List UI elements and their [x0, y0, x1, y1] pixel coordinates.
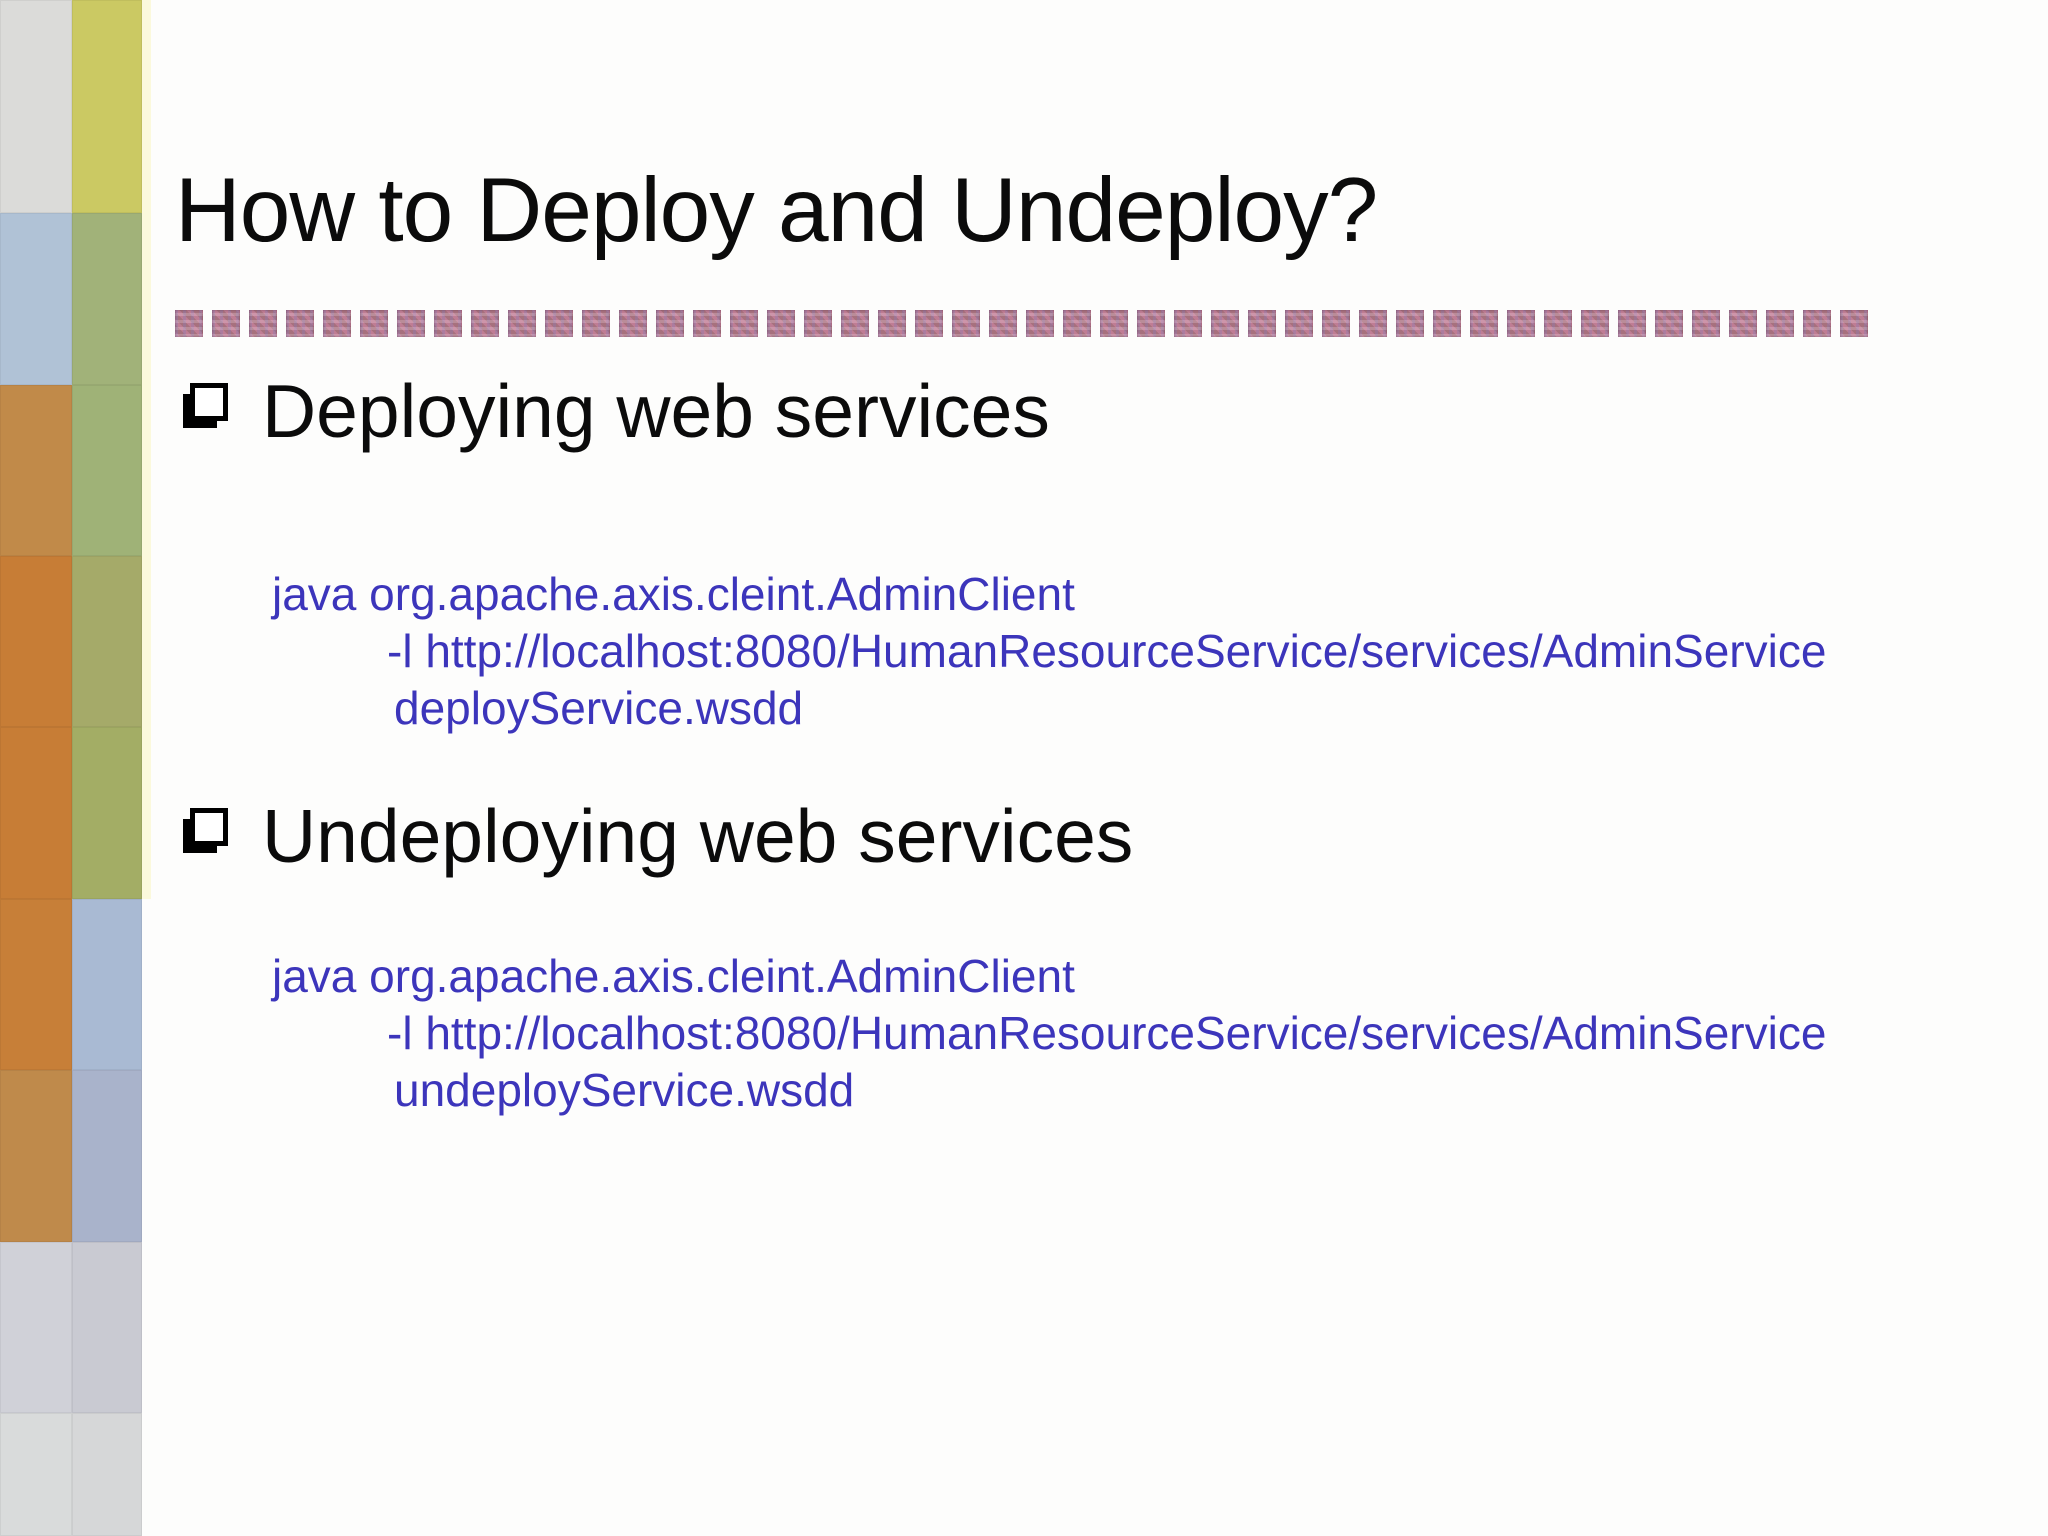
- mosaic-cell: [72, 1242, 142, 1413]
- divider-square: [1507, 310, 1535, 337]
- code-line: java org.apache.axis.cleint.AdminClient: [272, 950, 1075, 1002]
- divider-square: [249, 310, 277, 337]
- divider-square: [619, 310, 647, 337]
- code-line: -l http://localhost:8080/HumanResourceSe…: [387, 1007, 1827, 1059]
- mosaic-cell: [72, 727, 142, 899]
- mosaic-row: [0, 899, 142, 1070]
- divider-square: [397, 310, 425, 337]
- divider-square: [952, 310, 980, 337]
- mosaic-cell: [72, 899, 142, 1070]
- mosaic-cell: [72, 213, 142, 385]
- mosaic-cell: [0, 0, 72, 213]
- divider-square: [471, 310, 499, 337]
- mosaic-cell: [72, 0, 142, 213]
- mosaic-row: [0, 556, 142, 727]
- divider-square: [1803, 310, 1831, 337]
- mosaic-row: [0, 213, 142, 385]
- mosaic-cell: [72, 1413, 142, 1536]
- divider-square: [1396, 310, 1424, 337]
- divider-square: [915, 310, 943, 337]
- divider-square: [286, 310, 314, 337]
- divider-square: [656, 310, 684, 337]
- mosaic-cell: [0, 213, 72, 385]
- code-line: java org.apache.axis.cleint.AdminClient: [272, 568, 1075, 620]
- mosaic-cell: [72, 385, 142, 556]
- mosaic-row: [0, 727, 142, 899]
- code-line: undeployService.wsdd: [394, 1064, 855, 1116]
- divider-square: [212, 310, 240, 337]
- mosaic-cell: [0, 1413, 72, 1536]
- bullet-label-undeploying: Undeploying web services: [262, 794, 1134, 878]
- divider: [175, 310, 1868, 337]
- divider-square: [1544, 310, 1572, 337]
- divider-square: [1433, 310, 1461, 337]
- mosaic-row: [0, 385, 142, 556]
- divider-square: [1729, 310, 1757, 337]
- checkbox-bullet-icon: [190, 808, 228, 846]
- mosaic-row: [0, 1070, 142, 1242]
- divider-square: [1655, 310, 1683, 337]
- divider-square: [693, 310, 721, 337]
- divider-square: [1840, 310, 1868, 337]
- divider-square: [545, 310, 573, 337]
- divider-square: [1174, 310, 1202, 337]
- mosaic-cell: [0, 1242, 72, 1413]
- divider-square: [1137, 310, 1165, 337]
- divider-square: [841, 310, 869, 337]
- divider-square: [1581, 310, 1609, 337]
- divider-square: [804, 310, 832, 337]
- divider-square: [1359, 310, 1387, 337]
- checkbox-bullet-icon: [190, 383, 228, 421]
- divider-square: [1063, 310, 1091, 337]
- mosaic-row: [0, 0, 142, 213]
- divider-square: [1470, 310, 1498, 337]
- divider-square: [1026, 310, 1054, 337]
- divider-square: [508, 310, 536, 337]
- mosaic-cell: [72, 1070, 142, 1242]
- mosaic-row: [0, 1242, 142, 1413]
- sidebar-mosaic: [0, 0, 142, 1536]
- divider-square: [878, 310, 906, 337]
- code-block-undeploy: java org.apache.axis.cleint.AdminClient …: [0, 948, 1826, 1119]
- divider-square: [1322, 310, 1350, 337]
- divider-square: [175, 310, 203, 337]
- divider-square: [1285, 310, 1313, 337]
- code-block-deploy: java org.apache.axis.cleint.AdminClient …: [0, 566, 1826, 737]
- divider-square: [1211, 310, 1239, 337]
- code-line: deployService.wsdd: [394, 682, 804, 734]
- divider-square: [1766, 310, 1794, 337]
- divider-square: [323, 310, 351, 337]
- mosaic-cell: [0, 899, 72, 1070]
- bullet-label-deploying: Deploying web services: [262, 369, 1050, 453]
- mosaic-cell: [0, 556, 72, 727]
- mosaic-row: [0, 1413, 142, 1536]
- sidebar-edge-strip: [142, 0, 151, 899]
- divider-square: [582, 310, 610, 337]
- divider-square: [1618, 310, 1646, 337]
- page-title: How to Deploy and Undeploy?: [175, 160, 1378, 261]
- divider-square: [730, 310, 758, 337]
- code-line: -l http://localhost:8080/HumanResourceSe…: [387, 625, 1827, 677]
- mosaic-cell: [72, 556, 142, 727]
- divider-square: [1692, 310, 1720, 337]
- divider-square: [1248, 310, 1276, 337]
- mosaic-cell: [0, 727, 72, 899]
- mosaic-cell: [0, 385, 72, 556]
- divider-square: [1100, 310, 1128, 337]
- divider-square: [360, 310, 388, 337]
- mosaic-cell: [0, 1070, 72, 1242]
- divider-square: [434, 310, 462, 337]
- divider-square: [767, 310, 795, 337]
- divider-square: [989, 310, 1017, 337]
